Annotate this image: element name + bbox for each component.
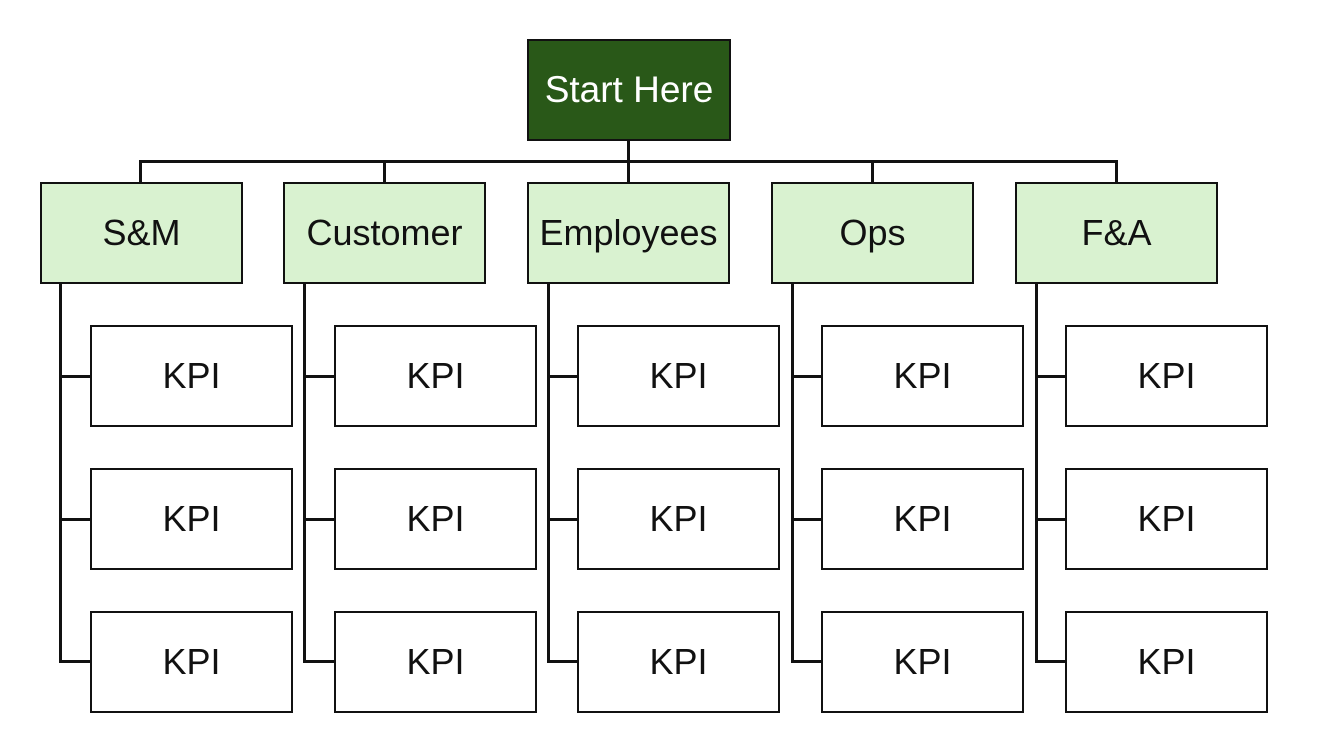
kpi-node: KPI: [577, 611, 780, 713]
kpi-stub-connector: [59, 660, 91, 663]
kpi-label: KPI: [162, 641, 221, 682]
kpi-node: KPI: [90, 325, 293, 427]
kpi-label: KPI: [893, 498, 952, 539]
kpi-label: KPI: [406, 355, 465, 396]
column-spine-connector: [303, 284, 306, 662]
category-label: F&A: [1081, 212, 1152, 253]
kpi-stub-connector: [791, 375, 823, 378]
category-label: Ops: [839, 212, 906, 253]
category-node-fa: F&A: [1015, 182, 1218, 284]
kpi-label: KPI: [1137, 355, 1196, 396]
kpi-stub-connector: [303, 660, 335, 663]
kpi-stub-connector: [791, 518, 823, 521]
category-drop-connector: [383, 160, 386, 182]
category-drop-connector: [871, 160, 874, 182]
root-node: Start Here: [527, 39, 731, 141]
kpi-stub-connector: [1035, 660, 1067, 663]
category-label: Customer: [306, 212, 463, 253]
category-label: S&M: [102, 212, 181, 253]
category-node-customer: Customer: [283, 182, 486, 284]
category-node-sm: S&M: [40, 182, 243, 284]
kpi-stub-connector: [547, 375, 579, 378]
category-drop-connector: [1115, 160, 1118, 182]
column-spine-connector: [1035, 284, 1038, 662]
category-node-ops: Ops: [771, 182, 974, 284]
kpi-label: KPI: [649, 498, 708, 539]
kpi-label: KPI: [162, 498, 221, 539]
kpi-label: KPI: [649, 641, 708, 682]
category-node-employees: Employees: [527, 182, 730, 284]
kpi-node: KPI: [577, 325, 780, 427]
kpi-stub-connector: [791, 660, 823, 663]
kpi-node: KPI: [1065, 325, 1268, 427]
kpi-label: KPI: [893, 355, 952, 396]
kpi-label: KPI: [649, 355, 708, 396]
kpi-stub-connector: [303, 518, 335, 521]
kpi-node: KPI: [334, 468, 537, 570]
kpi-label: KPI: [406, 641, 465, 682]
kpi-node: KPI: [334, 325, 537, 427]
kpi-label: KPI: [893, 641, 952, 682]
kpi-node: KPI: [1065, 611, 1268, 713]
root-node-label: Start Here: [544, 69, 714, 110]
kpi-stub-connector: [59, 375, 91, 378]
kpi-node: KPI: [1065, 468, 1268, 570]
column-spine-connector: [547, 284, 550, 662]
kpi-node: KPI: [821, 325, 1024, 427]
category-drop-connector: [139, 160, 142, 182]
kpi-node: KPI: [90, 611, 293, 713]
column-spine-connector: [59, 284, 62, 662]
root-stem-connector: [627, 141, 630, 162]
kpi-node: KPI: [90, 468, 293, 570]
category-label: Employees: [539, 212, 718, 253]
kpi-stub-connector: [59, 518, 91, 521]
category-drop-connector: [627, 160, 630, 182]
column-spine-connector: [791, 284, 794, 662]
kpi-label: KPI: [1137, 498, 1196, 539]
kpi-stub-connector: [547, 518, 579, 521]
kpi-stub-connector: [1035, 375, 1067, 378]
kpi-label: KPI: [406, 498, 465, 539]
kpi-node: KPI: [821, 611, 1024, 713]
kpi-node: KPI: [577, 468, 780, 570]
kpi-node: KPI: [821, 468, 1024, 570]
kpi-node: KPI: [334, 611, 537, 713]
kpi-label: KPI: [162, 355, 221, 396]
kpi-stub-connector: [1035, 518, 1067, 521]
kpi-stub-connector: [547, 660, 579, 663]
kpi-stub-connector: [303, 375, 335, 378]
kpi-label: KPI: [1137, 641, 1196, 682]
